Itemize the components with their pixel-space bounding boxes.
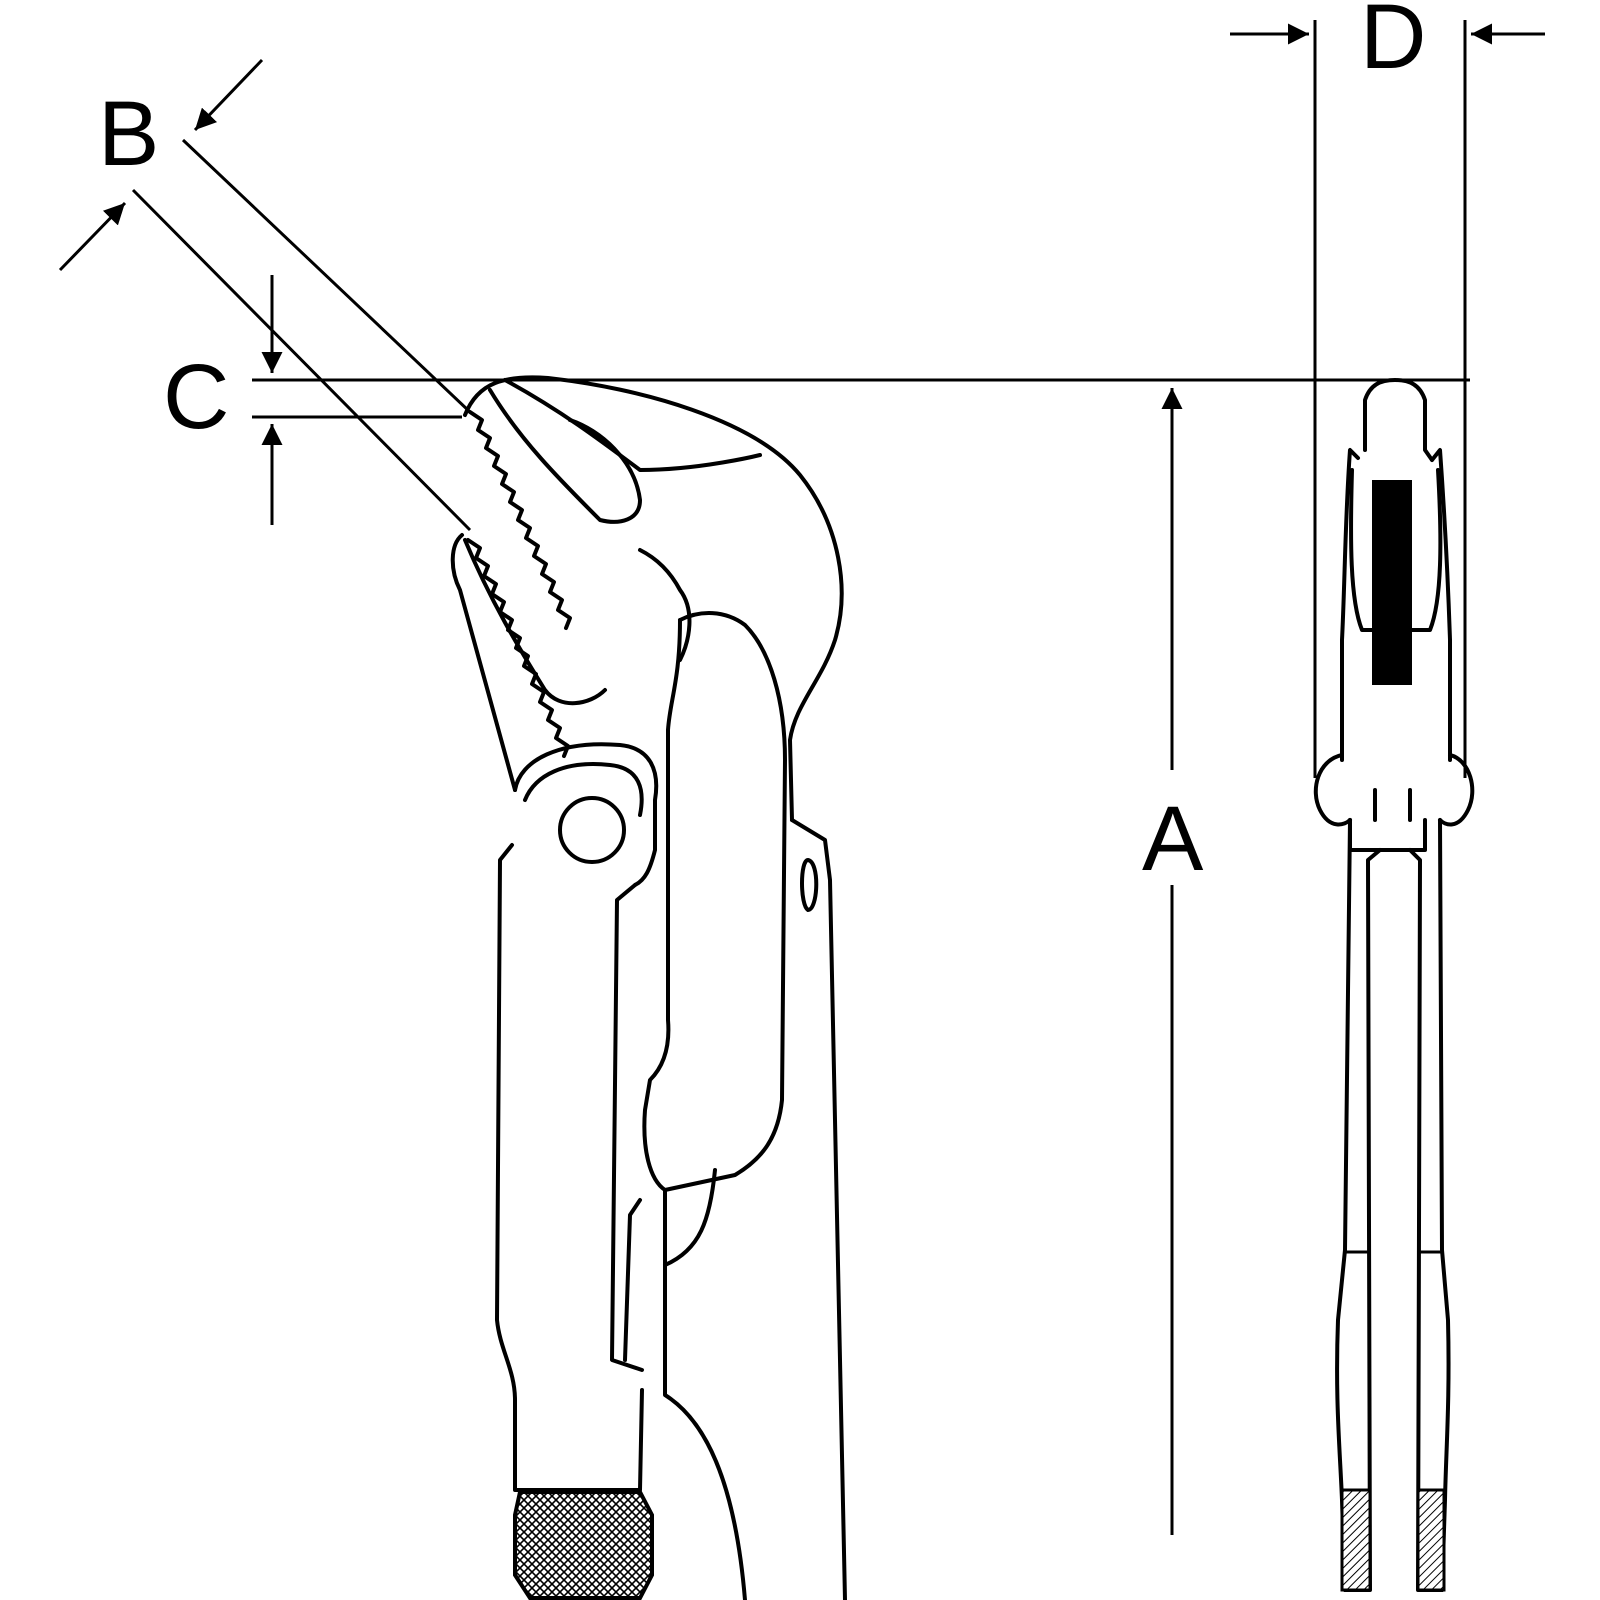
label-a: A [1142, 788, 1204, 890]
upper-handle-slot [800, 858, 819, 912]
upper-jaw-inner [503, 378, 762, 472]
wrench-side-view [450, 375, 847, 1600]
wrench-front-view [1313, 378, 1475, 1592]
upper-jaw-pad [488, 388, 642, 524]
lower-handle-inner-edge [610, 883, 644, 1372]
lower-jaw-teeth [466, 538, 570, 758]
front-pivot-left [1313, 753, 1352, 827]
b-extension-upper [181, 138, 472, 414]
front-handle-right [1408, 818, 1451, 1592]
front-jaw-slot [1372, 480, 1412, 685]
lower-jaw [450, 533, 517, 792]
dimension-lines: B C A D [58, 0, 1545, 1535]
upper-handle-curve [663, 1168, 717, 1267]
upper-handle-body [642, 611, 787, 1192]
front-pivot-block [1348, 788, 1427, 852]
upper-handle-neck [666, 618, 682, 732]
front-jaw-tip [1363, 378, 1434, 462]
front-pivot-right [1438, 753, 1475, 827]
b-arrow-upper [193, 58, 264, 132]
knurled-nut [513, 1490, 654, 1600]
upper-jaw-teeth [468, 410, 572, 630]
front-handle-tip-right [1416, 1488, 1446, 1592]
lower-handle-body [495, 843, 644, 1492]
b-arrow-lower [58, 201, 127, 272]
front-jaw-outline [1340, 448, 1452, 762]
front-handle-tip-left [1340, 1488, 1372, 1592]
label-b: B [98, 83, 159, 185]
upper-handle-long [790, 818, 847, 1600]
upper-handle-lower-edge [663, 1188, 747, 1600]
b-extension-lower [131, 188, 472, 532]
pivot-housing-inner [523, 762, 644, 817]
upper-jaw [463, 375, 844, 822]
pivot-pin [558, 796, 626, 864]
label-d: D [1360, 0, 1426, 88]
label-c: C [163, 346, 229, 448]
lower-handle-step [623, 1198, 642, 1362]
upper-jaw-notch [638, 548, 692, 662]
pivot-housing [513, 742, 659, 887]
front-handle-left [1335, 818, 1382, 1592]
